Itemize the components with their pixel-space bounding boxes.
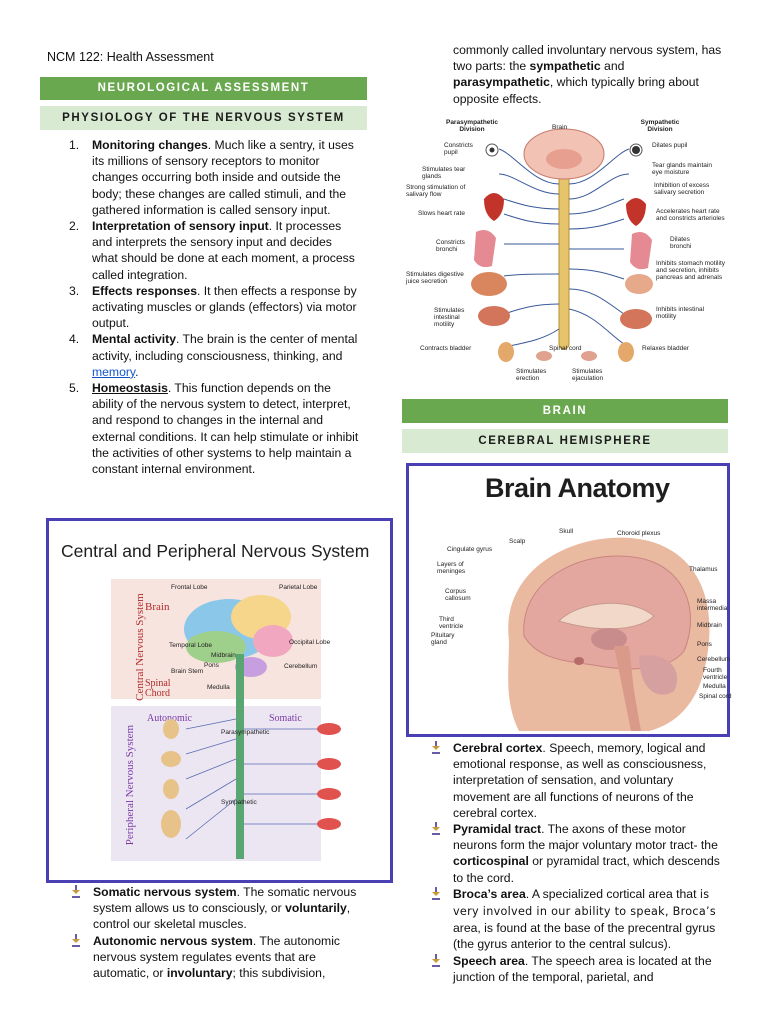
- list-item: Speech area. The speech area is located …: [430, 953, 728, 985]
- anatomy-label: Spinal cord: [699, 693, 732, 700]
- ans-illustration: [471, 128, 653, 362]
- lobe-label: Medulla: [207, 684, 230, 691]
- memory-link[interactable]: memory: [92, 364, 136, 379]
- function-term: Effects responses: [92, 283, 197, 298]
- anatomy-label: Midbrain: [697, 622, 722, 629]
- bullet-arrow-icon: [72, 933, 80, 947]
- functions-list: 1. Monitoring changes. Much like a sentr…: [45, 137, 360, 477]
- list-item: Somatic nervous system. The somatic nerv…: [70, 884, 362, 933]
- division-label: Parasympathetic: [221, 729, 270, 736]
- bullet-arrow-icon: [432, 741, 440, 754]
- anatomy-label: Scalp: [509, 538, 526, 545]
- ans-bottom-label: Spinal cord: [549, 345, 582, 352]
- bullet-arrow-icon: [72, 885, 80, 898]
- lobe-label: Frontal Lobe: [171, 584, 208, 591]
- anatomy-label: Cerebellum: [697, 656, 731, 663]
- lobe-label: Parietal Lobe: [279, 584, 318, 591]
- list-item: 2. Interpretation of sensory input. It p…: [69, 219, 355, 282]
- anatomy-label: Massa intermedia: [697, 598, 728, 612]
- cpns-illustration: [161, 595, 341, 859]
- banner-cerebral-hemisphere: CEREBRAL HEMISPHERE: [402, 429, 728, 453]
- banner-neurological-assessment: NEUROLOGICAL ASSESSMENT: [40, 77, 367, 100]
- ans-left-label: Stimulates tear glands: [422, 166, 466, 180]
- anatomy-label: Skull: [559, 528, 574, 535]
- list-item: Broca’s area. A specialized cortical are…: [430, 886, 728, 953]
- brain-anatomy-figure: Brain Anatomy Skull Choroid plexus Scalp…: [406, 463, 732, 737]
- sympathetic-title: Sympathetic Division: [640, 119, 680, 133]
- autonomic-nervous-system-figure: Parasympathetic Division Brain Sympathet…: [404, 114, 729, 388]
- banner-brain: BRAIN: [402, 399, 728, 423]
- list-item: 4. Mental activity. The brain is the cen…: [69, 332, 358, 379]
- brain-anatomy-illustration: [508, 537, 710, 731]
- figure-title: Brain Anatomy: [485, 473, 670, 503]
- course-header: NCM 122: Health Assessment: [47, 50, 214, 64]
- spinal-caption: Spinal Chord: [145, 678, 171, 699]
- anatomy-label: Third ventricle: [439, 616, 464, 630]
- figure-title: Central and Peripheral Nervous System: [61, 541, 370, 561]
- left-bullet-list: Somatic nervous system. The somatic nerv…: [70, 884, 362, 981]
- lobe-label: Pons: [204, 662, 219, 669]
- anatomy-label: Cingulate gyrus: [447, 546, 493, 553]
- lobe-label: Brain Stem: [171, 668, 204, 675]
- lobe-label: Midbrain: [211, 652, 236, 659]
- function-term: Homeostasis: [92, 381, 168, 396]
- bullet-arrow-icon: [432, 822, 440, 836]
- bullet-arrow-icon: [432, 886, 440, 900]
- function-term: Mental activity: [92, 332, 176, 347]
- ans-left-label: Contracts bladder: [420, 345, 472, 352]
- ans-right-label: Relaxes bladder: [642, 345, 689, 352]
- ans-left-label: Stimulates digestive juice secretion: [406, 271, 464, 285]
- ans-right-label: Dilates bronchi: [670, 236, 692, 250]
- ans-right-label: Inhibits intestinal motility: [656, 306, 705, 320]
- ans-right-label: Dilates pupil: [652, 142, 688, 149]
- list-item: Pyramidal tract. The axons of these moto…: [430, 821, 728, 886]
- intro-paragraph: commonly called involuntary nervous syst…: [453, 43, 722, 106]
- anatomy-label: Corpus callosum: [445, 588, 471, 602]
- ans-left-label: Constricts pupil: [444, 142, 473, 156]
- banner-physiology: PHYSIOLOGY OF THE NERVOUS SYSTEM: [40, 106, 367, 130]
- autonomic-caption: Autonomic: [147, 713, 192, 724]
- lobe-label: Cerebellum: [284, 663, 318, 670]
- anatomy-label: Pituitary gland: [431, 632, 455, 646]
- somatic-caption: Somatic: [269, 713, 302, 724]
- ans-right-label: Inhibition of excess salivary secretion: [654, 182, 710, 196]
- function-term: Monitoring changes: [92, 138, 208, 152]
- right-bullet-list: Cerebral cortex. Speech, memory, logical…: [430, 740, 728, 985]
- list-item: Autonomic nervous system. The autonomic …: [70, 933, 362, 982]
- anatomy-label: Choroid plexus: [617, 530, 661, 537]
- ans-right-label: Accelerates heart rate and constricts ar…: [656, 208, 725, 222]
- ans-right-label: Tear glands maintain eye moisture: [652, 162, 712, 176]
- ans-bottom-label: Stimulates erection: [516, 368, 547, 382]
- anatomy-label: Layers of meninges: [437, 561, 466, 575]
- ans-left-label: Stimulates intestinal motility: [434, 307, 465, 328]
- list-item: 3. Effects responses. It then effects a …: [69, 283, 357, 331]
- brain-caption: Brain: [145, 601, 170, 613]
- brain-label: Brain: [552, 124, 568, 131]
- ans-left-label: Slows heart rate: [418, 210, 465, 217]
- parasympathetic-title: Parasympathetic Division: [445, 119, 499, 133]
- ans-bottom-label: Stimulates ejaculation: [572, 368, 604, 382]
- ans-right-label: Inhibits stomach motility and secretion,…: [656, 260, 725, 281]
- lobe-label: Temporal Lobe: [169, 642, 212, 649]
- ans-left-label: Constricts bronchi: [436, 239, 465, 253]
- central-peripheral-figure: Central and Peripheral Nervous System Ce…: [46, 518, 393, 883]
- list-item: 5. Homeostasis. This function depends on…: [69, 381, 359, 477]
- function-term: Interpretation of sensory input: [92, 219, 269, 234]
- anatomy-label: Medulla: [703, 683, 726, 690]
- anatomy-label: Thalamus: [689, 566, 718, 573]
- anatomy-label: Fourth ventricle: [703, 667, 728, 681]
- ans-left-label: Strong stimulation of salivary flow: [406, 184, 466, 198]
- anatomy-label: Pons: [697, 641, 712, 648]
- bullet-arrow-icon: [432, 953, 440, 967]
- list-item: Cerebral cortex. Speech, memory, logical…: [430, 740, 728, 821]
- division-label: Sympathetic: [221, 799, 257, 806]
- lobe-label: Occipital Lobe: [289, 639, 331, 646]
- list-item: 1. Monitoring changes. Much like a sentr…: [69, 138, 354, 217]
